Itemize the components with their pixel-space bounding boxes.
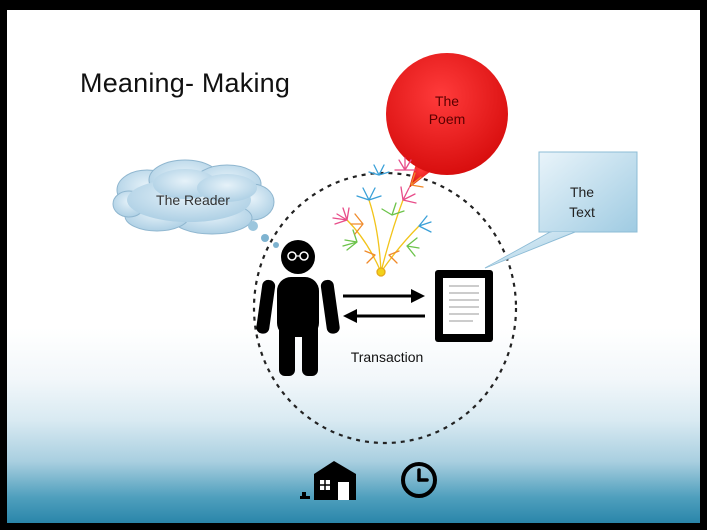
slide-title: Meaning- Making (80, 68, 291, 98)
transaction-arrows-icon (343, 289, 425, 323)
text-callout: The Text (484, 151, 638, 269)
transaction-circle (252, 171, 518, 445)
poem-label-line1: The (435, 93, 459, 109)
home-icon[interactable] (300, 458, 360, 502)
poem-label-line2: Poem (429, 111, 466, 127)
thought-dot-large (248, 221, 258, 231)
transaction-label: Transaction (351, 349, 424, 365)
thought-dot-small (273, 242, 279, 248)
fireworks-icon (332, 157, 432, 277)
diagram: The Poem (112, 53, 638, 445)
clock-icon[interactable] (399, 460, 439, 500)
slide: Meaning- Making (7, 10, 700, 523)
thought-dot-medium (261, 234, 269, 242)
reader-label: The Reader (156, 192, 230, 208)
reader-figure-icon (256, 240, 340, 376)
text-label-line2: Text (569, 204, 595, 220)
text-label-line1: The (570, 184, 594, 200)
document-icon (435, 270, 493, 342)
reader-thought-cloud: The Reader (112, 159, 279, 248)
